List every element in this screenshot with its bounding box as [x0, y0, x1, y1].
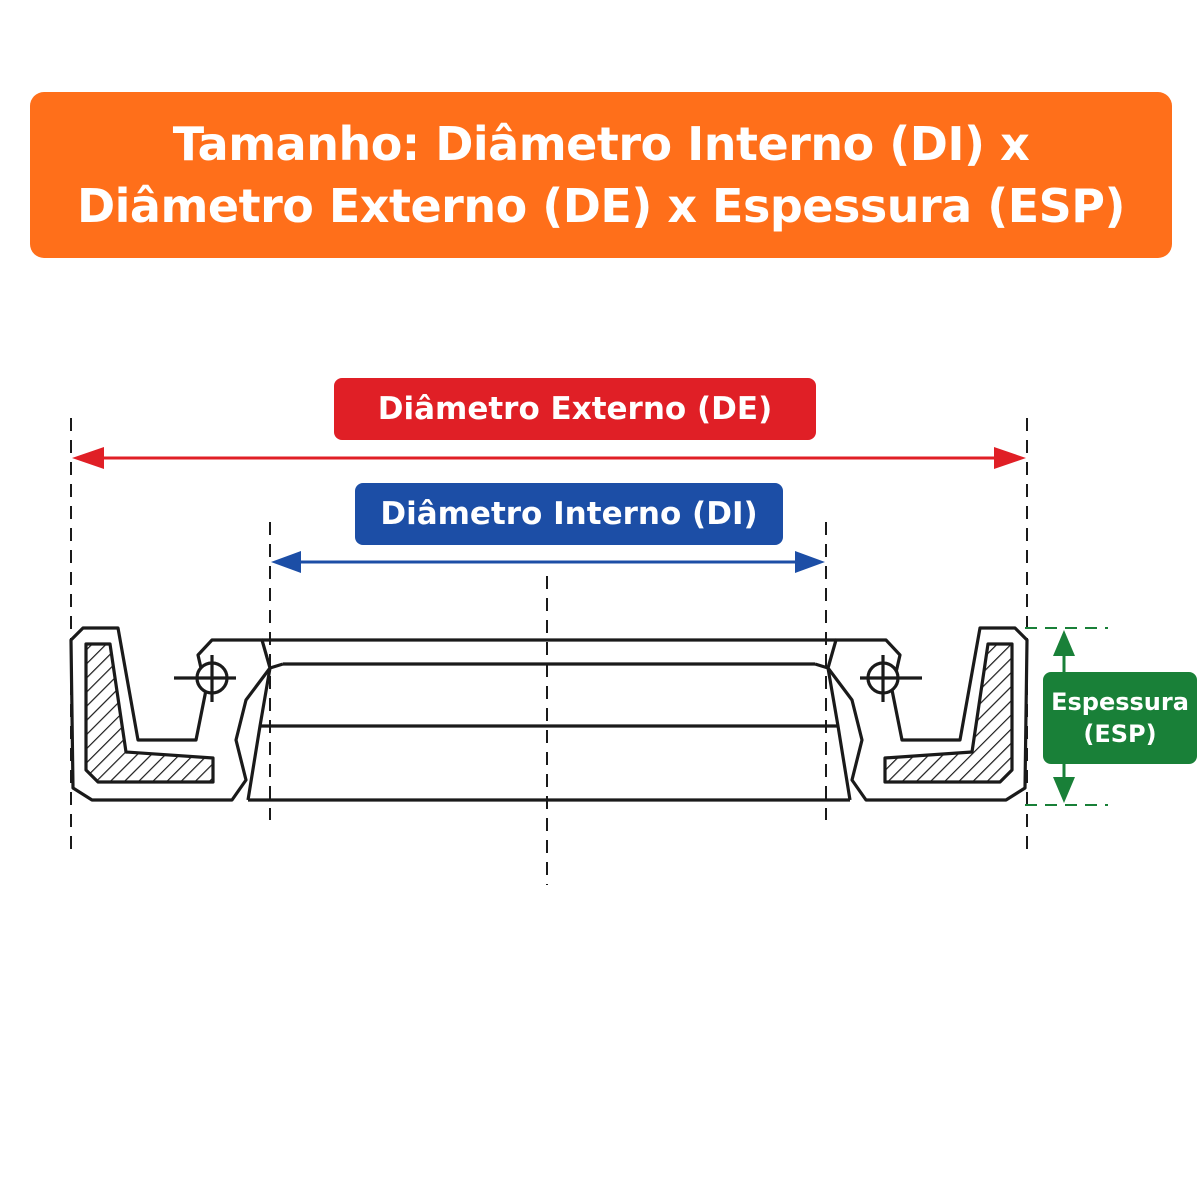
inner-diameter-left-arrowhead	[271, 551, 301, 573]
right-garter-spring	[860, 655, 922, 702]
title-banner: Tamanho: Diâmetro Interno (DI) x Diâmetr…	[30, 92, 1172, 258]
inner-diameter-label: Diâmetro Interno (DI)	[355, 483, 783, 545]
title-line-2: Diâmetro Externo (DE) x Espessura (ESP)	[76, 179, 1126, 233]
outer-diameter-left-arrowhead	[72, 447, 104, 469]
inner-left-chamfer	[246, 662, 284, 801]
title-line-1: Tamanho: Diâmetro Interno (DI) x	[172, 117, 1030, 171]
outer-diameter-dimension	[72, 447, 1026, 469]
thickness-label-line-2: (ESP)	[1083, 720, 1157, 748]
inner-right-chamfer	[814, 662, 852, 801]
seal-section	[69, 626, 1029, 802]
right-metal-case	[883, 642, 1014, 784]
thickness-label-line-1: Espessura	[1051, 688, 1189, 716]
outer-diameter-label: Diâmetro Externo (DE)	[334, 378, 816, 440]
inner-diameter-right-arrowhead	[795, 551, 825, 573]
left-metal-case	[84, 642, 215, 784]
outer-diameter-right-arrowhead	[994, 447, 1026, 469]
left-garter-spring	[174, 655, 236, 702]
thickness-bottom-arrowhead	[1053, 777, 1075, 803]
thickness-top-arrowhead	[1053, 630, 1075, 656]
inner-diameter-dimension	[271, 551, 825, 573]
thickness-label: Espessura (ESP)	[1043, 672, 1197, 764]
